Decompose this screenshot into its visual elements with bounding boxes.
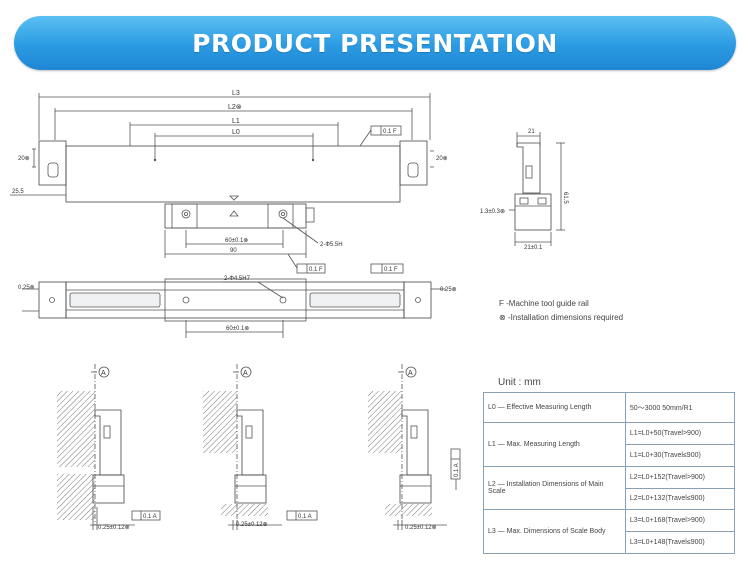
- mount-3-bottom: 0.25±0.12⊗: [405, 525, 437, 531]
- spec-value: L3=L0+148(Travel≤900): [624, 531, 736, 554]
- front-view: 0.1 F 0.25⊗ 0.25⊗ 60±0.1⊗ 2-Ф4.5H7: [18, 263, 457, 338]
- spec-label: L3 — Max. Dimensions of Scale Body: [483, 509, 626, 554]
- mount-diagram-1: A 0.25±0.12⊗ 0.1 A: [57, 364, 161, 531]
- spec-table: L0 — Effective Measuring Length 50～3000 …: [483, 391, 736, 554]
- front-right-dim: 0.25⊗: [440, 287, 457, 293]
- spec-row: L3=L0+148(Travel≤900): [484, 531, 736, 554]
- spec-label: L2 — Installation Dimensions of Main Sca…: [483, 465, 626, 511]
- dim-left-20: 20⊗: [18, 156, 30, 162]
- mount-1-tol: 0.1 A: [143, 514, 157, 520]
- mount-3-datum: A: [408, 370, 413, 377]
- spec-value: L2=L0+132(Travel≤900): [624, 487, 736, 511]
- mount-diagram-3: A 0.1 A 0.25±0.12⊗: [368, 364, 461, 531]
- tol-mid: 0.1 F: [309, 267, 323, 273]
- spec-row: L2 — Installation Dimensions of Main Sca…: [483, 465, 736, 511]
- spec-value: L2=L0+152(Travel>900): [624, 465, 736, 489]
- reader-holes: 2-Ф5.5H: [320, 242, 343, 248]
- dim-l0: L0: [232, 129, 240, 136]
- unit-label: Unit : mm: [498, 377, 541, 388]
- spec-value: L1=L0+30(Travel≤900): [624, 443, 736, 467]
- legend-f: F -Machine tool guide rail: [499, 299, 589, 308]
- spec-label: L0 — Effective Measuring Length: [483, 391, 626, 424]
- legend-install: ⊗ -Installation dimensions required: [499, 313, 624, 322]
- banner-title: PRODUCT PRESENTATION: [192, 29, 558, 58]
- side-height: 61.5: [562, 192, 568, 204]
- mount-2-datum: A: [243, 370, 248, 377]
- dim-l1: L1: [232, 118, 240, 125]
- title-banner: PRODUCT PRESENTATION: [14, 16, 736, 70]
- dim-left-25: 25.5: [12, 189, 24, 195]
- spec-value: 50～3000 50mm/R1: [624, 391, 736, 424]
- spec-label: L1 — Max. Measuring Length: [483, 422, 626, 467]
- side-view: 21 61.5 1.3±0.3⊗ 21±0.1: [480, 129, 568, 251]
- tol-top: 0.1 F: [383, 129, 397, 135]
- front-holes: 2-Ф4.5H7: [224, 276, 251, 282]
- dim-l2: L2⊗: [228, 104, 242, 111]
- dim-l3: L3: [232, 90, 240, 97]
- tol-right: 0.1 F: [384, 267, 398, 273]
- mount-3-tol: 0.1 A: [454, 463, 460, 477]
- reader-d1: 60±0.1⊗: [225, 238, 248, 244]
- spec-row: L1 — Max. Measuring Length L1=L0+50(Trav…: [483, 422, 736, 467]
- mount-1-bottom: 0.25±0.12⊗: [98, 525, 130, 531]
- top-view: L3 L2⊗ L1 L0 20⊗ 25.5 20⊗ 0.1 F: [10, 90, 448, 274]
- front-left-dim: 0.25⊗: [18, 285, 35, 291]
- spec-row: L0 — Effective Measuring Length 50～3000 …: [483, 391, 736, 424]
- dim-right-20: 20⊗: [436, 156, 448, 162]
- spec-value: L1=L0+50(Travel>900): [624, 422, 736, 445]
- spec-value: L3=L0+168(Travel>900): [624, 509, 736, 533]
- front-bottom-dim: 60±0.1⊗: [226, 326, 249, 332]
- mount-2-tol: 0.1 A: [298, 514, 312, 520]
- reader-d2: 90: [230, 248, 237, 254]
- side-offset: 1.3±0.3⊗: [480, 209, 505, 215]
- side-top-w: 21: [528, 129, 535, 135]
- mount-1-datum: A: [101, 370, 106, 377]
- side-bottom-w: 21±0.1: [524, 245, 543, 251]
- mount-diagram-2: A 0.25±0.12⊗ 0.1 A: [203, 364, 318, 530]
- mount-2-bottom: 0.25±0.12⊗: [236, 522, 268, 528]
- spec-row: L3 — Max. Dimensions of Scale Body L3=L0…: [483, 509, 736, 554]
